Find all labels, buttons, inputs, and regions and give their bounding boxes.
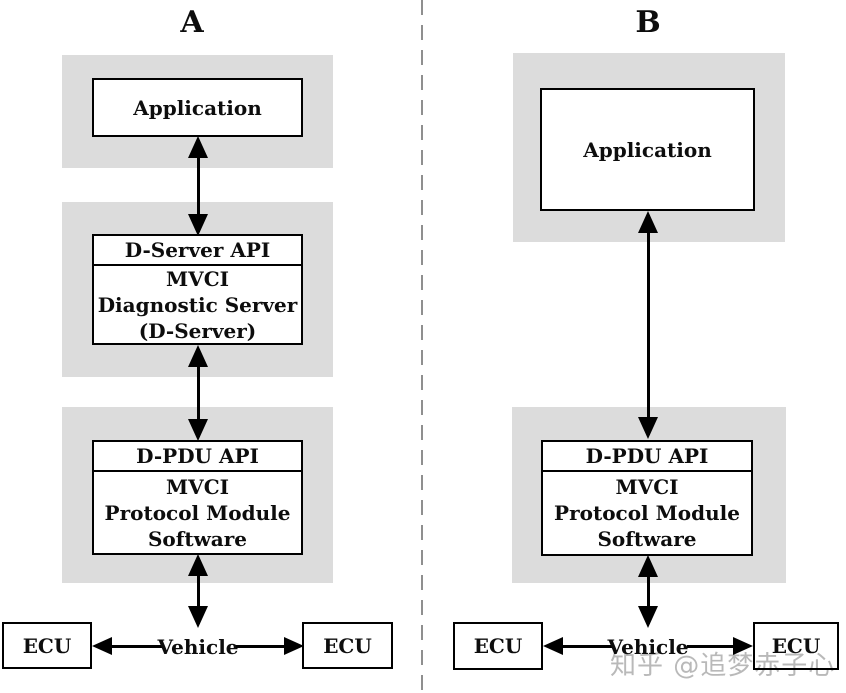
dpdu-body-line-3: Software	[147, 526, 248, 551]
arrow-vehicle-ecu-left-a	[92, 637, 162, 655]
application-box-b: Application	[540, 88, 755, 211]
ecu-label: ECU	[771, 634, 821, 658]
dpdu-box-a: D-PDU API MVCI Protocol Module Software	[92, 440, 303, 555]
dpdu-body-line-3: Software	[597, 527, 697, 551]
dpdu-box-b: D-PDU API MVCI Protocol Module Software	[541, 440, 753, 556]
dpdu-api-label-a: D-PDU API	[94, 442, 301, 472]
ecu-box-a-left: ECU	[2, 622, 92, 669]
dserver-body-line-2: Diagnostic Server	[97, 293, 298, 317]
application-label-a: Application	[133, 95, 262, 120]
vehicle-label-a: Vehicle	[157, 635, 239, 659]
arrow-dpdu-vehicle-a	[187, 554, 209, 628]
section-title-b: B	[635, 5, 661, 40]
ecu-box-a-right: ECU	[302, 622, 393, 669]
arrow-application-dpdu-b	[637, 211, 659, 439]
ecu-label: ECU	[22, 633, 72, 658]
dserver-api-label-a: D-Server API	[94, 236, 301, 266]
arrow-vehicle-ecu-right-a	[236, 637, 304, 655]
dserver-box-a: D-Server API MVCI Diagnostic Server (D-S…	[92, 234, 303, 345]
dpdu-api-label-b: D-PDU API	[543, 442, 751, 472]
arrow-vehicle-ecu-right-b	[687, 637, 753, 655]
arrow-dpdu-vehicle-b	[637, 555, 659, 628]
ecu-label: ECU	[323, 633, 372, 658]
dpdu-body-line-1: MVCI	[166, 474, 229, 499]
dpdu-body-line-2: Protocol Module	[104, 500, 291, 525]
center-divider-dashed-line	[421, 0, 423, 693]
dserver-body-line-3: (D-Server)	[138, 319, 257, 343]
dpdu-body-line-2: Protocol Module	[554, 501, 740, 525]
application-box-a: Application	[92, 78, 303, 137]
vehicle-label-b: Vehicle	[607, 635, 689, 659]
dpdu-body-a: MVCI Protocol Module Software	[94, 472, 301, 553]
dserver-body-line-1: MVCI	[166, 267, 229, 291]
ecu-label: ECU	[473, 634, 523, 658]
arrow-application-dserver-a	[187, 136, 209, 236]
dpdu-body-b: MVCI Protocol Module Software	[543, 472, 751, 554]
ecu-box-b-left: ECU	[453, 622, 543, 670]
section-title-a: A	[180, 5, 204, 40]
dpdu-body-line-1: MVCI	[615, 475, 679, 499]
arrow-dserver-dpdu-a	[187, 345, 209, 441]
application-label-b: Application	[583, 137, 712, 162]
ecu-box-b-right: ECU	[753, 622, 839, 670]
dserver-body-a: MVCI Diagnostic Server (D-Server)	[94, 266, 301, 344]
arrow-vehicle-ecu-left-b	[543, 637, 613, 655]
watermark-zhihu: 知乎 @追梦赤子心	[610, 651, 836, 681]
